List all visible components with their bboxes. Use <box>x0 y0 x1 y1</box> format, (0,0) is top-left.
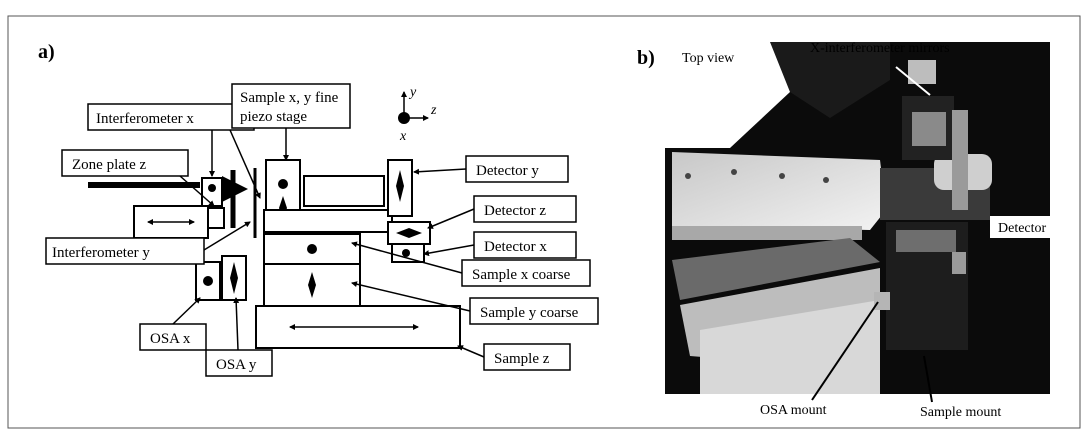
svg-text:OSA x: OSA x <box>150 331 191 347</box>
label-detector-x: Detector x <box>474 232 576 258</box>
label-sample-x-coarse: Sample x coarse <box>462 260 590 286</box>
label-osa-mount: OSA mount <box>760 403 827 418</box>
svg-text:Sample x, y fine: Sample x, y fine <box>240 90 339 106</box>
label-sample-xy-fine: Sample x, y fine piezo stage <box>232 84 350 128</box>
label-top-view: Top view <box>682 51 735 66</box>
label-x-interferometer-mirrors: X-interferometer mirrors <box>810 41 950 56</box>
svg-text:Interferometer x: Interferometer x <box>96 111 194 127</box>
svg-text:OSA y: OSA y <box>216 357 257 373</box>
label-osa-x: OSA x <box>140 324 206 350</box>
label-interferometer-x: Interferometer x <box>88 104 254 130</box>
svg-text:Detector: Detector <box>998 221 1047 236</box>
sample-shelf <box>264 210 392 232</box>
interferometer-block <box>208 208 224 228</box>
label-detector: Detector <box>990 216 1066 238</box>
panel-a-letter: a) <box>38 41 55 63</box>
svg-text:Sample z: Sample z <box>494 351 550 367</box>
label-sample-mount: Sample mount <box>920 405 1001 420</box>
panel-b: b) <box>637 41 1066 420</box>
axis-z-label: z <box>430 103 437 118</box>
label-interferometer-y: Interferometer y <box>46 238 204 264</box>
label-detector-y: Detector y <box>466 156 568 182</box>
svg-text:piezo stage: piezo stage <box>240 109 307 125</box>
svg-text:Sample y coarse: Sample y coarse <box>480 305 579 321</box>
panel-b-letter: b) <box>637 47 655 69</box>
svg-text:Detector y: Detector y <box>476 163 539 179</box>
sample-arm <box>304 176 384 206</box>
label-zone-plate-z: Zone plate z <box>62 150 188 176</box>
label-osa-y: OSA y <box>206 350 272 376</box>
axis-x-label: x <box>399 129 407 144</box>
svg-text:Zone plate z: Zone plate z <box>72 157 146 173</box>
svg-text:Interferometer y: Interferometer y <box>52 245 150 261</box>
axis-y-label: y <box>408 85 417 100</box>
label-sample-z: Sample z <box>484 344 570 370</box>
svg-text:Sample x coarse: Sample x coarse <box>472 267 571 283</box>
label-detector-z: Detector z <box>474 196 576 222</box>
svg-text:Detector z: Detector z <box>484 203 546 219</box>
svg-text:Detector x: Detector x <box>484 239 547 255</box>
label-sample-y-coarse: Sample y coarse <box>470 298 598 324</box>
